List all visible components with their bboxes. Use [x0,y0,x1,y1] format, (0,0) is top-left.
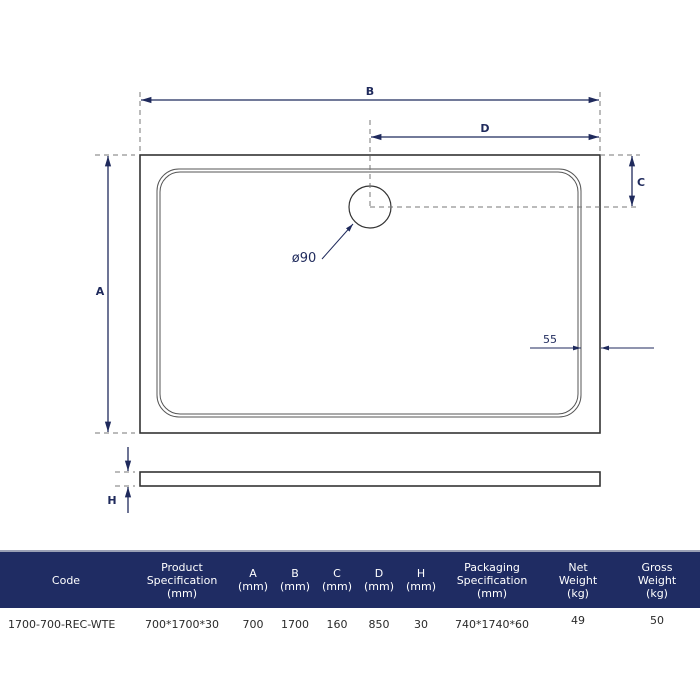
cell-gross-weight: 50 [650,614,664,627]
dimension-a-label: A [96,285,105,298]
header-h: H(mm) [405,567,436,593]
tray-side-profile [139,471,601,487]
cell-b: 1700 [281,618,309,631]
cell-product-spec: 700*1700*30 [145,618,219,631]
cell-d: 850 [368,618,390,631]
header-b: B(mm) [279,567,310,593]
table-row: 1700-700-REC-WTE 700*1700*30 700 1700 16… [0,608,700,632]
extension-lines [95,92,640,487]
header-d: D(mm) [363,567,394,593]
dimension-h-label: H [107,494,116,507]
dimension-d-label: D [480,122,489,135]
dimension-c-label: C [637,176,645,189]
edge-width-label: 55 [543,333,557,346]
cell-net-weight: 49 [571,614,585,627]
tray-inner-rim-outer [156,168,582,418]
header-c: C(mm) [321,567,352,593]
waste-diameter-label: ø90 [292,251,317,266]
cell-code: 1700-700-REC-WTE [8,618,116,631]
shower-tray-technical-drawing: B D C A ø90 55 H [95,85,654,513]
dimension-b-label: B [366,85,374,98]
cell-packaging-spec: 740*1740*60 [455,618,529,631]
table-top-border [0,550,700,552]
tray-outline [139,154,601,434]
header-code: Code [51,573,81,587]
header-a: A(mm) [237,567,268,593]
waste-diameter-leader [321,223,354,260]
tray-inner-rim-inner [159,171,579,415]
cell-h: 30 [414,618,428,631]
cell-a: 700 [242,618,264,631]
cell-c: 160 [326,618,348,631]
